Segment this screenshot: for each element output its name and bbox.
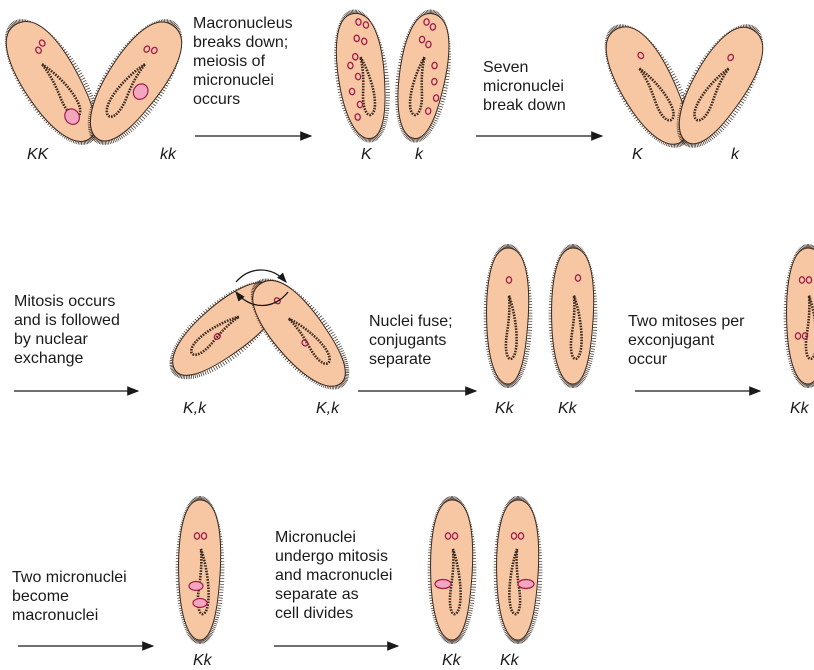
genotype-label: k	[415, 146, 423, 164]
step-mitosis-nuclear-exchange-text: Mitosis occurs and is followed by nuclea…	[14, 292, 120, 368]
paramecium-cell	[484, 244, 533, 388]
cell-body	[431, 500, 473, 640]
genotype-label: Kk	[790, 400, 809, 418]
cell-body	[497, 500, 539, 640]
genotype-label: K,k	[316, 400, 339, 418]
paramecium-cell	[326, 6, 397, 146]
step-nuclei-fuse-text: Nuclei fuse; conjugants separate	[369, 312, 453, 369]
cell-body	[179, 500, 221, 640]
step-macronucleus-breaks-down-text: Macronucleus breaks down; meiosis of mic…	[193, 14, 293, 109]
cell-body	[330, 10, 393, 141]
genotype-label: K	[361, 146, 372, 164]
genotype-label: KK	[27, 146, 48, 164]
genotype-label: Kk	[495, 400, 514, 418]
paramecium-cell	[784, 244, 814, 388]
paramecium-cell	[176, 496, 225, 644]
step-seven-micronuclei-break-down-text: Seven micronuclei break down	[483, 58, 566, 115]
cell-body	[787, 248, 814, 384]
step-two-mitoses-text: Two mitoses per exconjugant occur	[628, 312, 744, 369]
macronucleus-icon	[189, 582, 203, 591]
cell-body	[552, 248, 594, 384]
genotype-label: K	[632, 146, 643, 164]
paramecium-cell	[387, 6, 458, 146]
genotype-label: Kk	[193, 652, 212, 670]
step-micronuclei-mitosis-cell-divides-text: Micronuclei undergo mitosis and macronuc…	[275, 528, 392, 623]
paramecium-cell	[494, 496, 543, 644]
genotype-label: kk	[160, 146, 176, 164]
paramecium-cell	[428, 496, 477, 644]
genotype-label: Kk	[558, 400, 577, 418]
cell-body	[487, 248, 529, 384]
cell-body	[664, 16, 775, 155]
paramecium-cell	[549, 244, 598, 388]
step-micronuclei-become-macronuclei-text: Two micronuclei become macronuclei	[12, 568, 127, 625]
macronucleus-icon	[193, 599, 207, 608]
genotype-label: Kk	[442, 652, 461, 670]
macronucleus-icon	[518, 580, 534, 589]
genotype-label: k	[731, 146, 739, 164]
macronucleus-icon	[435, 580, 451, 589]
genotype-label: K,k	[183, 400, 206, 418]
genotype-label: Kk	[500, 652, 519, 670]
